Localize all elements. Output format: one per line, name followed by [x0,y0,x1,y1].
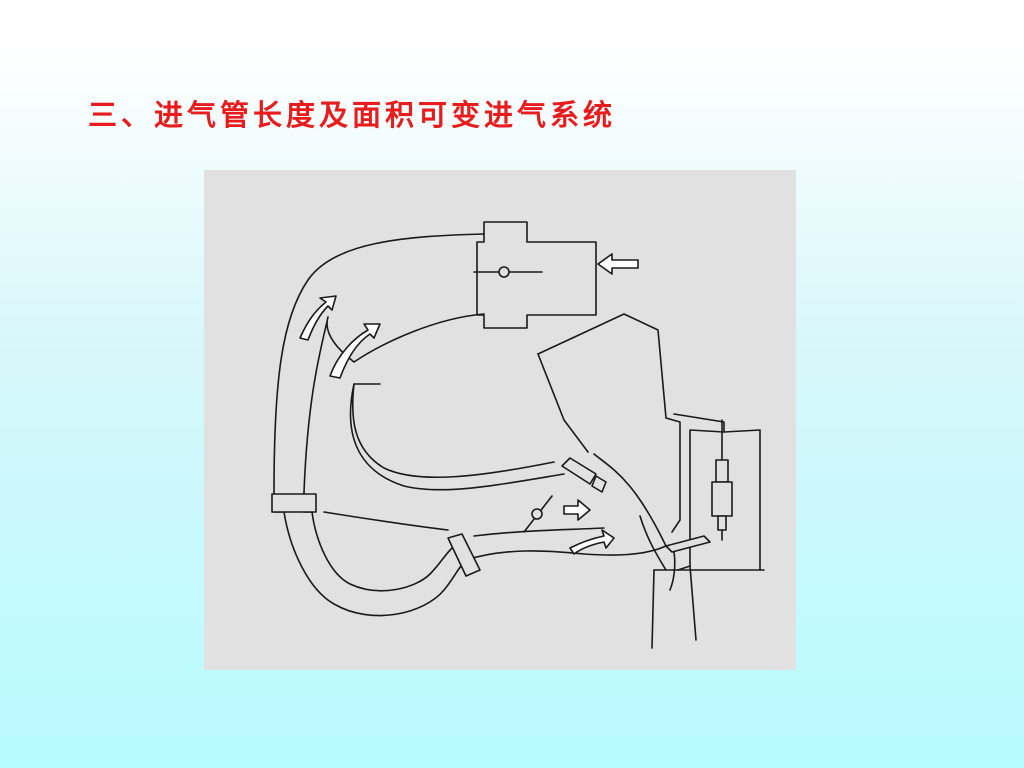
short-intake-runner [351,384,564,490]
intake-diagram-panel [204,170,796,670]
flow-arrow-main-passage [564,500,590,520]
flow-arrow-long-runner [300,296,336,340]
cylinder-head [538,314,764,648]
throttle-sensor [562,458,606,492]
air-inlet-housing [474,222,596,328]
intake-system-diagram [204,170,796,670]
spark-plug [712,420,732,540]
long-intake-runner [272,234,484,616]
slide-title: 三、进气管长度及面积可变进气系统 [88,98,617,132]
intake-valve [666,536,710,590]
runner-switch-valve [524,496,552,532]
lower-runner-junction [324,512,666,576]
flow-arrow-short-runner [330,324,380,378]
flow-arrow-lower-passage [570,530,614,554]
inlet-airflow-arrow [598,254,638,274]
